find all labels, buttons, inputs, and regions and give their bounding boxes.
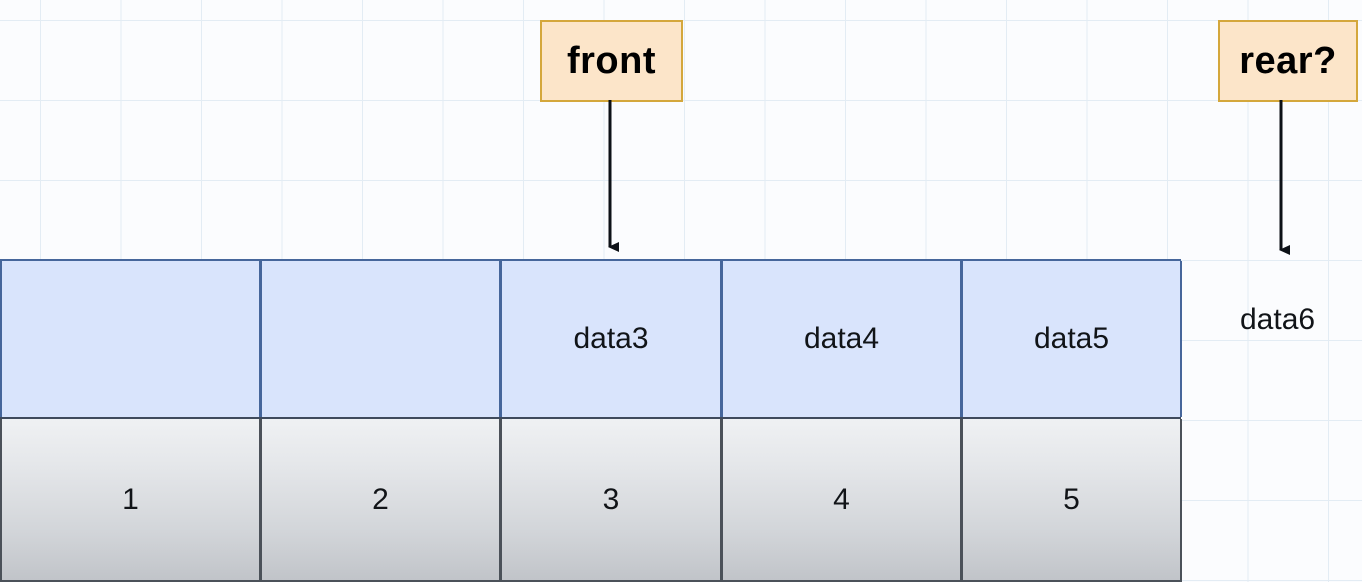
queue-array: data3 data4 data5 1 2 3 4 5 [0, 259, 1182, 582]
queue-index-5: 5 [961, 419, 1182, 582]
queue-cell-1 [0, 261, 260, 417]
down-arrow-icon-rear [1279, 100, 1290, 255]
queue-index-4: 4 [721, 419, 961, 582]
queue-index-value: 3 [602, 482, 620, 516]
queue-index-2: 2 [260, 419, 500, 582]
queue-cell-value: data3 [573, 322, 649, 355]
queue-index-value: 2 [372, 482, 389, 516]
pointer-label-rear: rear? [1218, 20, 1358, 102]
queue-cell-5: data5 [961, 261, 1182, 417]
queue-cell-value: data4 [803, 322, 880, 355]
queue-index-value: 1 [122, 482, 139, 516]
pointer-label-front-text: front [566, 39, 657, 82]
pointer-label-rear-text: rear? [1239, 39, 1337, 82]
queue-index-value: 4 [833, 482, 850, 516]
queue-index-1: 1 [0, 419, 260, 582]
down-arrow-icon-front [608, 100, 619, 252]
queue-index-3: 3 [500, 419, 721, 582]
queue-data-row: data3 data4 data5 [0, 259, 1182, 419]
queue-cell-2 [260, 261, 500, 417]
queue-index-row: 1 2 3 4 5 [0, 419, 1182, 582]
queue-cell-3: data3 [500, 261, 721, 417]
pointer-label-front: front [540, 20, 683, 102]
queue-index-value: 5 [1063, 482, 1080, 516]
overflow-data-label: data6 [1240, 303, 1316, 336]
queue-cell-value: data5 [1033, 322, 1110, 355]
queue-cell-4: data4 [721, 261, 961, 417]
